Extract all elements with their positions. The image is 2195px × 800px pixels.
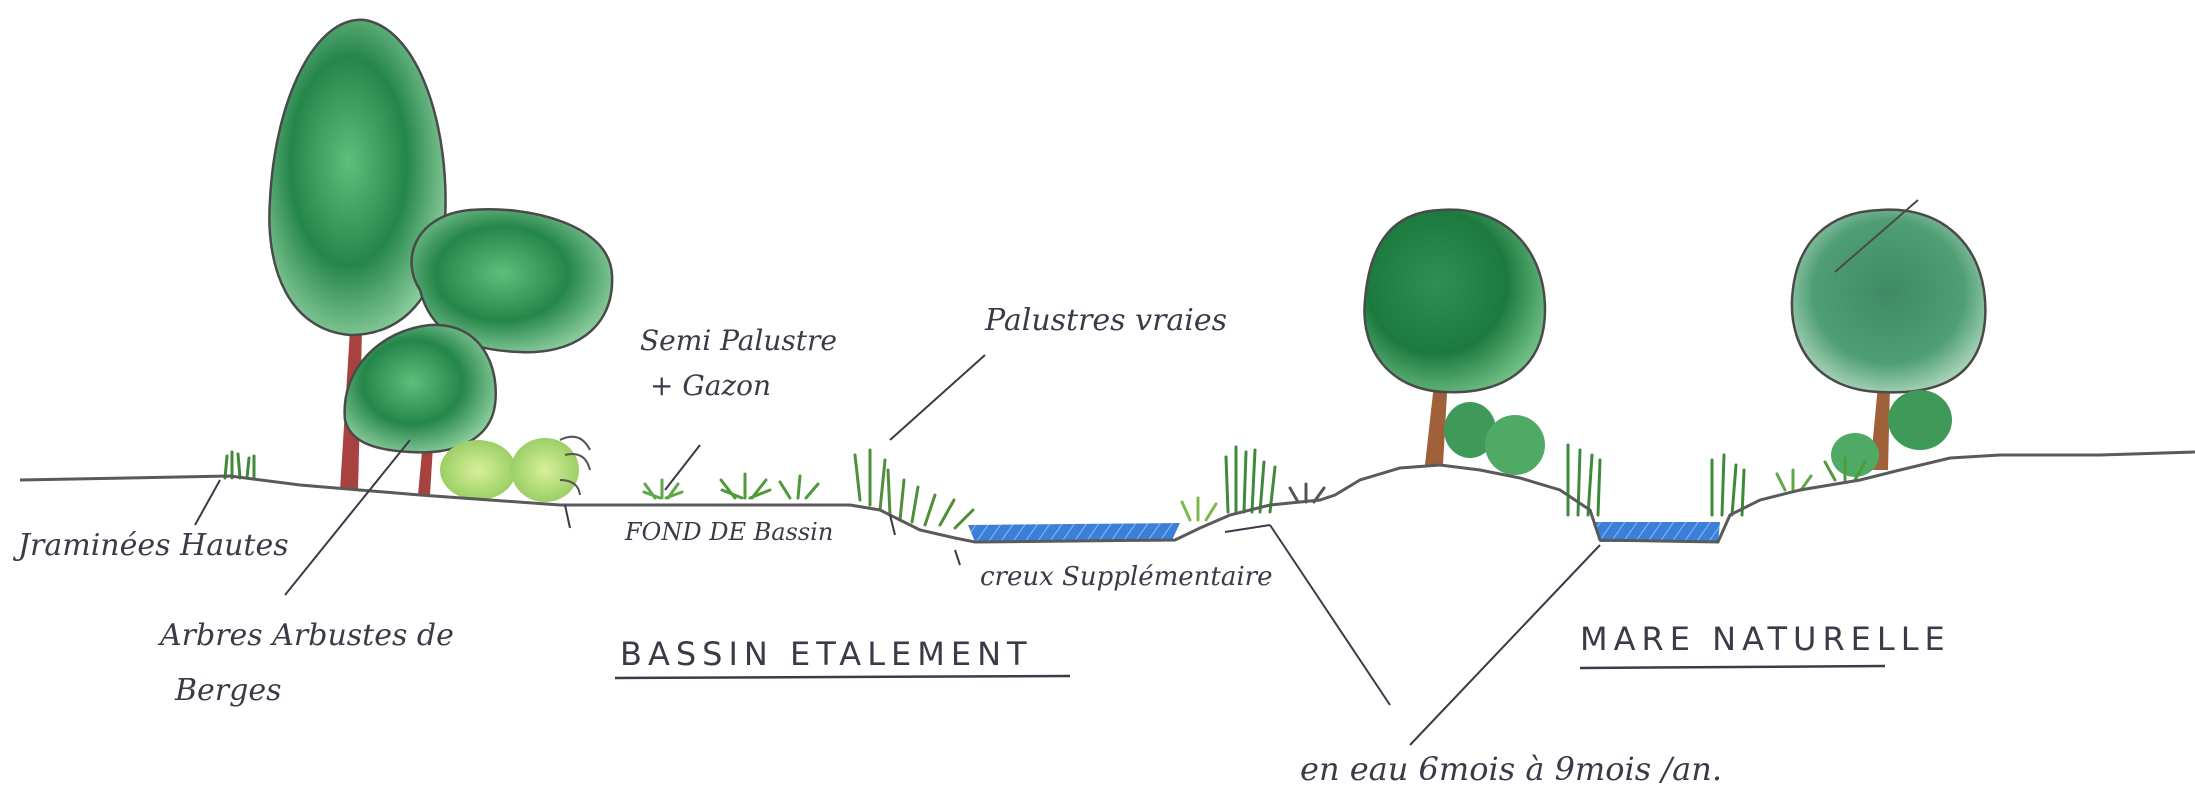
tree-middle-right <box>1363 208 1547 465</box>
label-semi-palustre-line1: Semi Palustre <box>640 324 837 357</box>
label-semi-palustre-line2: + Gazon <box>650 369 771 402</box>
label-palustres-vraies: Palustres vraies <box>984 303 1227 338</box>
shrubs-middle-mound <box>1444 402 1545 475</box>
shrubs-left-bank <box>440 435 591 502</box>
title-bassin-underline <box>614 674 1071 680</box>
grass-tufts <box>223 443 1867 530</box>
title-bassin-etalement: BASSIN ETALEMENT <box>620 635 1033 673</box>
leader-lines <box>194 354 1601 746</box>
label-fond-de-bassin: FOND DE Bassin <box>624 518 833 546</box>
title-mare-underline <box>1579 664 1886 670</box>
ground-profile <box>19 450 2195 544</box>
label-arbres-line2: Berges <box>174 673 282 708</box>
label-arbres-line1: Arbres Arbustes de <box>157 618 454 653</box>
label-en-eau: en eau 6mois à 9mois /an. <box>1300 750 1722 788</box>
tree-small-left <box>343 323 497 495</box>
shrubs-right-bank <box>1831 390 1952 477</box>
water-mare-naturelle <box>1595 522 1720 542</box>
tree-far-right <box>1790 199 1987 470</box>
label-graminees: Jraminées Hautes <box>12 528 289 563</box>
title-mare-naturelle: MARE NATURELLE <box>1580 620 1951 658</box>
label-creux-supplementaire: creux Supplémentaire <box>980 562 1272 592</box>
water-bassin-etalement <box>968 523 1180 542</box>
